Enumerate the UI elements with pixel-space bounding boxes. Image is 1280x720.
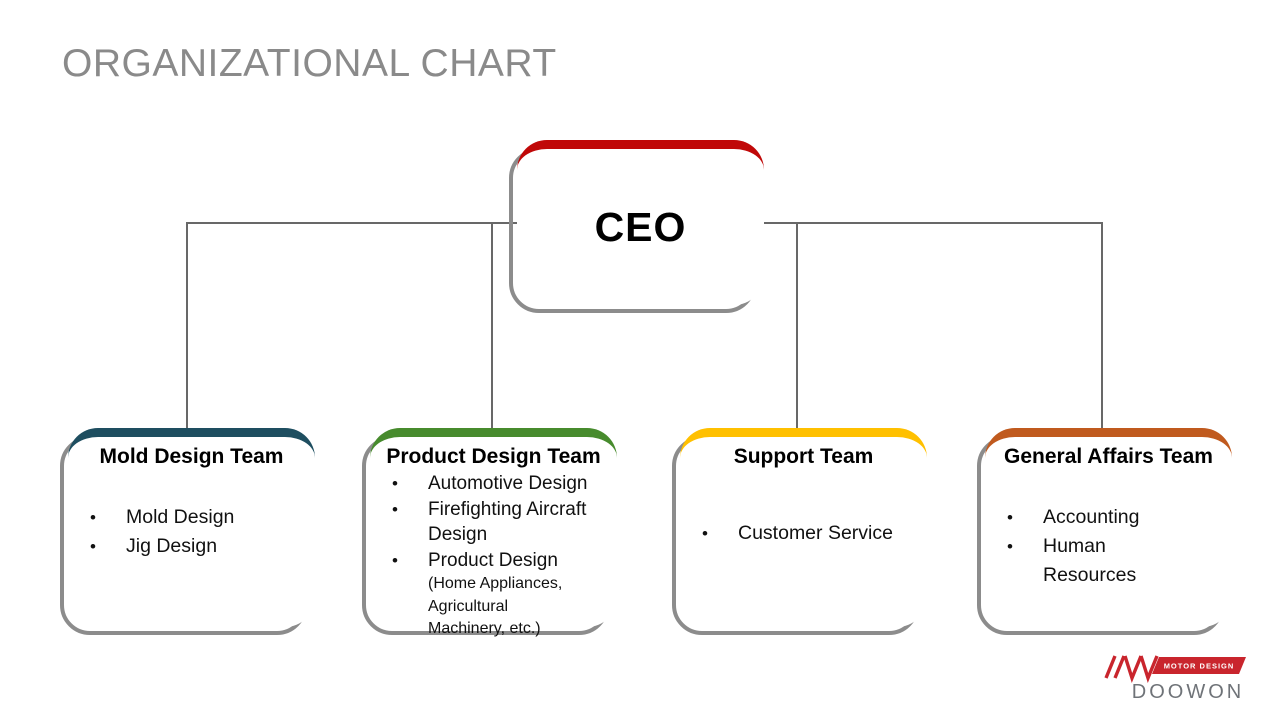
connector-product-team (491, 222, 493, 428)
connector-mold-team (186, 222, 188, 428)
card-bullet-list: • Mold Design • Jig Design (68, 503, 315, 561)
list-item: • Product Design(Home Appliances, Agricu… (392, 548, 609, 641)
logo-tagline: MOTOR DESIGN (1164, 662, 1235, 671)
list-item: • Human Resources (1007, 532, 1224, 590)
ceo-label: CEO (594, 203, 687, 250)
bullet-dot: • (392, 499, 398, 519)
org-card-product-design-team: Product Design Team • Automotive Design … (362, 428, 617, 637)
org-card-support-team: Support Team • Customer Service (672, 428, 927, 635)
bullet-dot: • (90, 508, 96, 527)
slide-title: ORGANIZATIONAL CHART (62, 42, 557, 85)
doowon-logo: MOTOR DESIGN DOOWON (1096, 645, 1246, 703)
bullet-subnote: (Home Appliances, Agricultural Machinery… (428, 575, 563, 637)
bullet-dot: • (1007, 537, 1013, 556)
card-title: Support Team (733, 445, 874, 468)
logo-vee-icon (1139, 655, 1159, 683)
org-card-ceo: CEO (509, 140, 764, 313)
org-card-mold-design-team: Mold Design Team • Mold Design • Jig Des… (60, 428, 315, 635)
org-card-general-affairs-team: General Affairs Team • Accounting • Huma… (977, 428, 1232, 635)
bullet-dot: • (90, 537, 96, 556)
bullet-dot: • (392, 550, 398, 570)
bullet-dot: • (1007, 508, 1013, 527)
list-item: • Mold Design (90, 503, 307, 532)
card-bullet-list: • Customer Service (680, 519, 927, 548)
logo-company-name: DOOWON (1132, 681, 1244, 703)
list-item: • Automotive Design (392, 471, 609, 497)
card-title: Mold Design Team (99, 445, 284, 468)
doowon-logo-mark: MOTOR DESIGN DOOWON (1104, 655, 1246, 703)
card-bullet-list: • Accounting • Human Resources (985, 503, 1232, 590)
card-title: Product Design Team (386, 445, 601, 468)
connector-general-team (1101, 222, 1103, 428)
logo-slash-icon (1104, 655, 1117, 679)
logo-vee-icon (1123, 655, 1143, 683)
bullet-dot: • (702, 524, 708, 543)
connector-ceo-left (186, 222, 518, 224)
logo-slash-icon (1113, 655, 1126, 679)
logo-banner (1152, 657, 1246, 674)
bullet-dot: • (392, 474, 398, 493)
list-item: • Firefighting Aircraft Design (392, 497, 609, 548)
list-item: • Customer Service (702, 519, 919, 548)
connector-support-team (796, 222, 798, 428)
card-title: General Affairs Team (1004, 445, 1213, 468)
list-item: • Accounting (1007, 503, 1224, 532)
card-bullet-list: • Automotive Design • Firefighting Aircr… (370, 471, 617, 641)
connector-ceo-right (762, 222, 1103, 224)
list-item: • Jig Design (90, 532, 307, 561)
